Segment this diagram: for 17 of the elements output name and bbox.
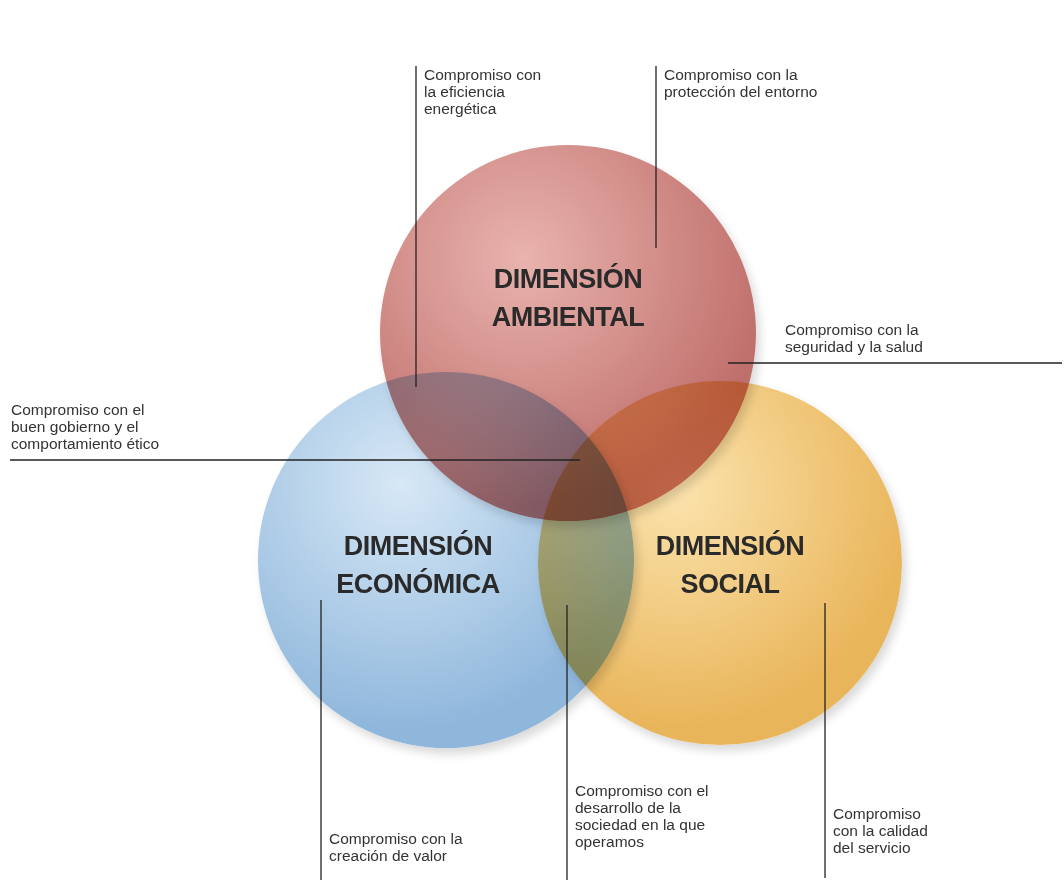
leader-line	[727, 362, 1063, 364]
callout-text: Compromiso con la creación de valor	[329, 830, 464, 864]
dimension-title: DIMENSIÓN AMBIENTAL	[490, 262, 646, 334]
callout-text: Compromiso con la eficiencia energética	[424, 66, 543, 117]
leader-line	[415, 65, 417, 388]
callout-text: Compromiso con la protección del entorno	[664, 66, 819, 100]
callout-text: Compromiso con la calidad del servicio	[833, 805, 929, 856]
dimension-title: DIMENSIÓN ECONÓMICA	[335, 529, 501, 601]
leader-line	[566, 604, 568, 881]
callout-text: Compromiso con la seguridad y la salud	[785, 321, 924, 355]
leader-line	[9, 459, 581, 461]
leader-line	[655, 65, 657, 249]
dimension-title: DIMENSIÓN SOCIAL	[654, 529, 806, 601]
callout-text: Compromiso con el desarrollo de la sociedad en la que operamos	[575, 782, 710, 850]
callout-text: Compromiso con el buen gobierno y el comportamiento ético	[11, 401, 161, 452]
leader-line	[824, 602, 826, 879]
leader-line	[320, 599, 322, 881]
